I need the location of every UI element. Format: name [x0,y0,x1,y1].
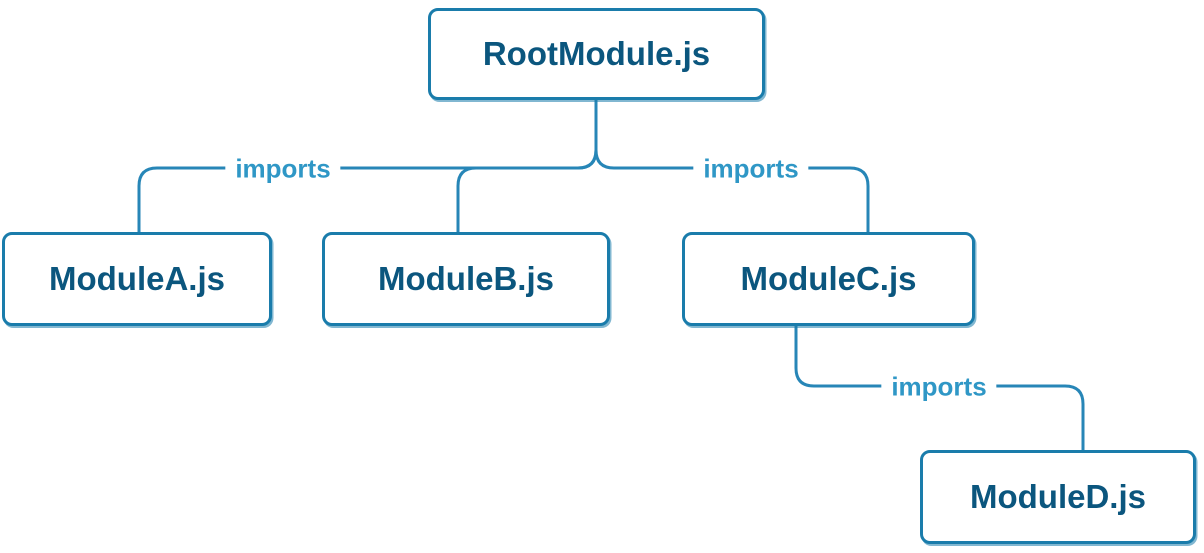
node-rootmodule-label: RootModule.js [482,35,711,72]
edge-root-to-moduleB [456,98,598,234]
node-moduleC-label: ModuleC.js [740,260,917,297]
node-moduleA-label: ModuleA.js [48,260,225,297]
node-moduleA: ModuleA.js [2,232,272,326]
node-moduleB-label: ModuleB.js [377,260,554,297]
node-moduleD: ModuleD.js [920,450,1196,544]
edge-root-to-moduleA [137,98,598,234]
node-moduleC: ModuleC.js [682,232,975,326]
edge-label-imports-moduleC-moduleD: imports [881,373,997,402]
node-moduleB: ModuleB.js [322,232,610,326]
edge-label-imports-root-moduleA: imports [225,155,341,184]
node-moduleD-label: ModuleD.js [969,478,1146,515]
edge-label-imports-root-moduleC: imports [693,155,809,184]
node-rootmodule: RootModule.js [428,8,765,100]
